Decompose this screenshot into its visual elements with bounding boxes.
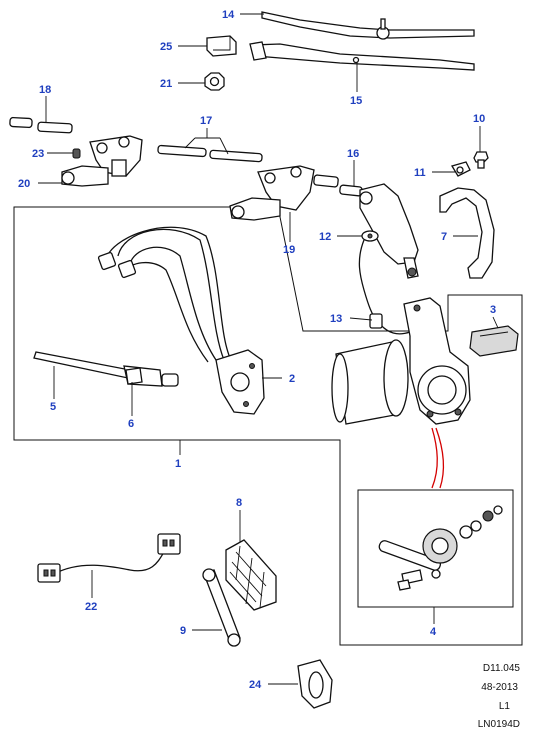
- callout-10: 10: [473, 113, 485, 125]
- spindle-housing: [339, 183, 419, 279]
- wiring-harness: [97, 226, 233, 363]
- spindle-nut: [204, 72, 225, 91]
- callout-4: 4: [430, 626, 437, 638]
- assembly-frame: [13, 206, 523, 646]
- hose-clip: [72, 148, 81, 159]
- gear-inset-frame: [357, 489, 514, 608]
- connector-plate: [215, 349, 265, 415]
- callout-11: 11: [414, 167, 426, 179]
- highlight-curve-left: [431, 427, 438, 489]
- gear-set: [378, 505, 503, 591]
- cable-clip: [369, 313, 383, 329]
- washer-jet-right: [229, 165, 339, 221]
- motor-strap: [439, 187, 495, 279]
- drive-link: [202, 568, 241, 647]
- highlight-curve-right: [435, 427, 445, 489]
- reference-drawing-id: LN0194D: [478, 719, 520, 730]
- callout-8: 8: [236, 497, 242, 509]
- cable-bracket: [125, 367, 143, 385]
- washer-hose-left: [9, 116, 73, 134]
- callout-12: 12: [319, 231, 331, 243]
- reference-block: D11.045 48-2013 L1 LN0194D: [478, 663, 521, 730]
- callout-5: 5: [50, 401, 56, 413]
- reference-date: 48-2013: [481, 682, 518, 693]
- mounting-bolt: [473, 151, 489, 169]
- callout-14: 14: [222, 9, 235, 21]
- motor-cable: [358, 239, 411, 335]
- callout-24: 24: [249, 679, 262, 691]
- callout-21: 21: [160, 78, 172, 90]
- callout-23: 23: [32, 148, 44, 160]
- callout-numbers: 1 2 3 4 5 6 7 8 9 10 11 12 13 14 15 16 1…: [18, 9, 496, 691]
- grille-panel: [225, 539, 277, 611]
- callout-17: 17: [200, 115, 212, 127]
- seal-grommet: [297, 659, 333, 709]
- pivot-cap: [206, 35, 237, 57]
- callout-2: 2: [289, 373, 295, 385]
- callout-18: 18: [39, 84, 51, 96]
- callout-7: 7: [441, 231, 447, 243]
- callout-20: 20: [18, 178, 30, 190]
- callout-22: 22: [85, 601, 97, 613]
- callout-25: 25: [160, 41, 172, 53]
- callout-9: 9: [180, 625, 186, 637]
- callout-1: 1: [175, 458, 181, 470]
- callout-6: 6: [128, 418, 134, 430]
- connecting-lead: [37, 533, 181, 583]
- callout-3: 3: [490, 304, 496, 316]
- washer-jet-left: [61, 135, 143, 187]
- reference-level: L1: [499, 701, 511, 712]
- drive-cable: [33, 351, 179, 387]
- callout-19: 19: [283, 244, 295, 256]
- wiper-blade: [261, 11, 475, 40]
- washer-hose-middle: [157, 144, 263, 163]
- callout-16: 16: [347, 148, 359, 160]
- callout-13: 13: [330, 313, 342, 325]
- callout-15: 15: [350, 95, 362, 107]
- mounting-pad: [469, 325, 519, 357]
- mounting-bracket: [451, 161, 471, 177]
- leader-lines: [38, 13, 499, 685]
- cable-grommet: [361, 230, 379, 242]
- wiper-arm: [249, 41, 475, 71]
- wiper-motor: [331, 297, 471, 425]
- reference-code: D11.045: [483, 663, 521, 674]
